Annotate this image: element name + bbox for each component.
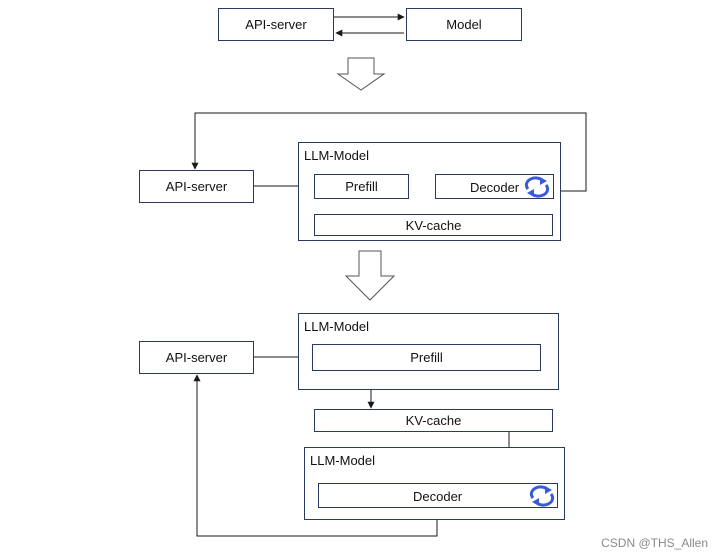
api-server-label: API-server xyxy=(245,17,307,32)
prefill-label: Prefill xyxy=(345,179,378,194)
decoder-box-3: Decoder xyxy=(318,483,558,508)
api-server-box-2: API-server xyxy=(139,170,254,203)
kv-cache-label: KV-cache xyxy=(405,413,462,428)
model-box: Model xyxy=(406,8,522,41)
decoder-label: Decoder xyxy=(413,489,463,504)
prefill-box-2: Prefill xyxy=(314,174,409,199)
llm-model-label: LLM-Model xyxy=(304,319,370,334)
prefill-label: Prefill xyxy=(410,350,443,365)
prefill-box-3: Prefill xyxy=(312,344,541,371)
refresh-loop-icon xyxy=(524,176,550,198)
llm-model-label: LLM-Model xyxy=(310,453,376,468)
api-server-box-1: API-server xyxy=(218,8,334,41)
kv-cache-label: KV-cache xyxy=(405,217,462,233)
kv-cache-box-3: KV-cache xyxy=(314,409,553,432)
down-arrow-icon xyxy=(344,250,396,301)
kv-cache-box-2: KV-cache xyxy=(314,214,553,236)
refresh-loop-icon xyxy=(529,485,555,507)
feedback-loop-line xyxy=(191,112,587,192)
return-to-api-line xyxy=(193,374,438,537)
decoder-box-2: Decoder xyxy=(435,174,554,199)
api-server-label: API-server xyxy=(165,350,228,365)
api-server-box-3: API-server xyxy=(139,341,254,374)
api-server-label: API-server xyxy=(165,179,228,194)
decoder-label: Decoder xyxy=(470,180,520,195)
watermark: CSDN @THS_Allen xyxy=(601,536,708,550)
down-arrow-icon xyxy=(336,57,386,91)
model-label: Model xyxy=(446,17,482,32)
llm-model-label: LLM-Model xyxy=(304,148,370,163)
